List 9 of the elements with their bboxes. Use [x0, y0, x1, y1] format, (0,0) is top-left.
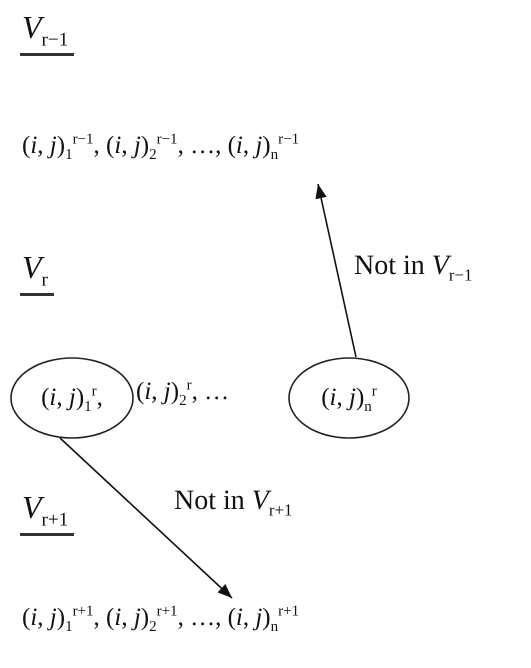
ellipse [10, 357, 134, 439]
math-expression: (i, j)$_{2}$$^{r}$, … [136, 376, 230, 411]
arrow [59, 437, 233, 599]
arrow [315, 184, 357, 358]
ellipse [288, 357, 410, 439]
set-label: V$_{r}$ [20, 248, 54, 296]
set-label: V$_{r+1}$ [20, 488, 74, 536]
set-label: V$_{r−1}$ [20, 8, 74, 56]
math-expression: (i, j)$_{1}$$^{r}$, [41, 382, 103, 416]
